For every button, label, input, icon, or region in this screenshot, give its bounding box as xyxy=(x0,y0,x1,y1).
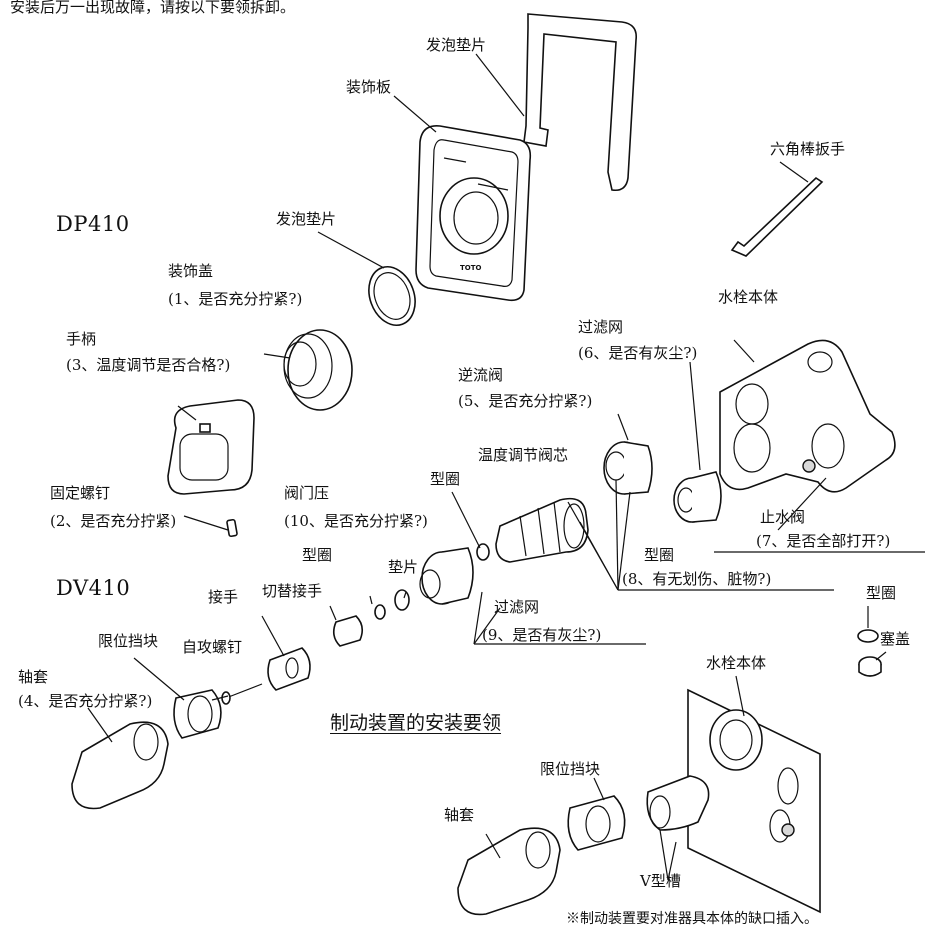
label-sleeve: 轴套 xyxy=(18,668,49,686)
foam-gasket-ring xyxy=(368,266,416,326)
label-filter-mid-check: (9、是否有灰尘?) xyxy=(482,626,602,644)
label-sleeve-2: 轴套 xyxy=(444,806,475,824)
label-plug-cap: 塞盖 xyxy=(880,630,911,648)
sleeve-bottom xyxy=(457,827,561,916)
label-v-groove: V型槽 xyxy=(640,872,681,890)
label-oring-right: 型圈 xyxy=(866,584,897,602)
thermo-cartridge xyxy=(495,497,589,563)
label-valve-press: 阀门压 xyxy=(284,484,330,502)
label-oring-1: 型圈 xyxy=(430,470,461,488)
model-dp410: DP410 xyxy=(56,212,130,236)
label-foam-gasket: 发泡垫片 xyxy=(276,210,337,228)
set-screw xyxy=(226,518,238,538)
label-valve-press-check: (10、是否充分拧紧?) xyxy=(284,512,428,530)
label-stop-valve-check: (7、是否全部打开?) xyxy=(756,532,891,550)
label-oring-3: 型圈 xyxy=(302,546,333,564)
label-oring-2: 型圈 xyxy=(644,546,675,564)
plug-cap-parts xyxy=(857,629,882,677)
limit-block xyxy=(173,689,222,739)
label-decor-cap: 装饰盖 xyxy=(168,262,214,280)
footnote: ※制动装置要对准器具本体的缺口插入。 xyxy=(566,911,818,927)
label-decor-plate: 装饰板 xyxy=(346,78,392,96)
label-handle: 手柄 xyxy=(66,330,97,348)
label-filter-top: 过滤网 xyxy=(578,318,624,336)
faucet-body-top xyxy=(719,339,896,493)
label-body-bottom: 水栓本体 xyxy=(706,654,767,672)
label-sleeve-check: (4、是否充分拧紧?) xyxy=(18,692,153,710)
label-limit-block-2: 限位挡块 xyxy=(540,760,601,778)
label-hex-wrench: 六角棒扳手 xyxy=(770,140,846,158)
decor-plate xyxy=(415,125,532,302)
label-oring-2-check: (8、有无划伤、脏物?) xyxy=(622,570,772,588)
label-stop-valve: 止水阀 xyxy=(760,508,806,526)
label-filter-mid: 过滤网 xyxy=(494,598,540,616)
label-thermo-cartridge: 温度调节阀芯 xyxy=(478,446,569,464)
label-set-screw-check: (2、是否充分拧紧) xyxy=(50,512,177,530)
label-switch-joint: 切替接手 xyxy=(262,582,323,600)
decor-cap xyxy=(283,329,353,411)
limit-block-bottom xyxy=(567,795,626,851)
label-filter-top-check: (6、是否有灰尘?) xyxy=(578,344,698,362)
label-check-valve: 逆流阀 xyxy=(458,366,504,384)
label-joint: 接手 xyxy=(208,588,239,606)
leader-lines xyxy=(87,53,925,881)
check-valve xyxy=(603,441,653,495)
sleeve xyxy=(71,721,169,810)
label-decor-cap-check: (1、是否充分拧紧?) xyxy=(168,290,303,308)
label-body-top: 水栓本体 xyxy=(718,288,779,306)
joint xyxy=(267,647,311,691)
model-dv410: DV410 xyxy=(56,576,131,600)
label-limit-block: 限位挡块 xyxy=(98,632,159,650)
section-title: 制动装置的安装要领 xyxy=(330,712,502,734)
label-set-screw: 固定螺钉 xyxy=(50,484,111,502)
faucet-body-bottom xyxy=(687,688,821,914)
foam-gasket-rect xyxy=(523,13,638,192)
hex-wrench xyxy=(730,176,824,257)
label-self-tap-screw: 自攻螺钉 xyxy=(182,638,243,656)
handle-knob xyxy=(167,399,255,495)
bottom-cartridge xyxy=(646,775,710,831)
label-check-valve-check: (5、是否充分拧紧?) xyxy=(458,392,593,410)
valve-press xyxy=(419,547,474,605)
filter-top xyxy=(673,471,722,523)
header-instruction: 安装后万一出现故障，请按以下要领拆卸。 xyxy=(10,0,296,16)
label-foam-gasket-top: 发泡垫片 xyxy=(426,36,487,54)
brand-mark: TOTO xyxy=(460,264,482,272)
label-gasket: 垫片 xyxy=(388,558,419,576)
label-handle-check: (3、温度调节是否合格?) xyxy=(66,356,231,374)
self-tapping-screw xyxy=(221,683,263,705)
switch-joint xyxy=(332,615,364,647)
